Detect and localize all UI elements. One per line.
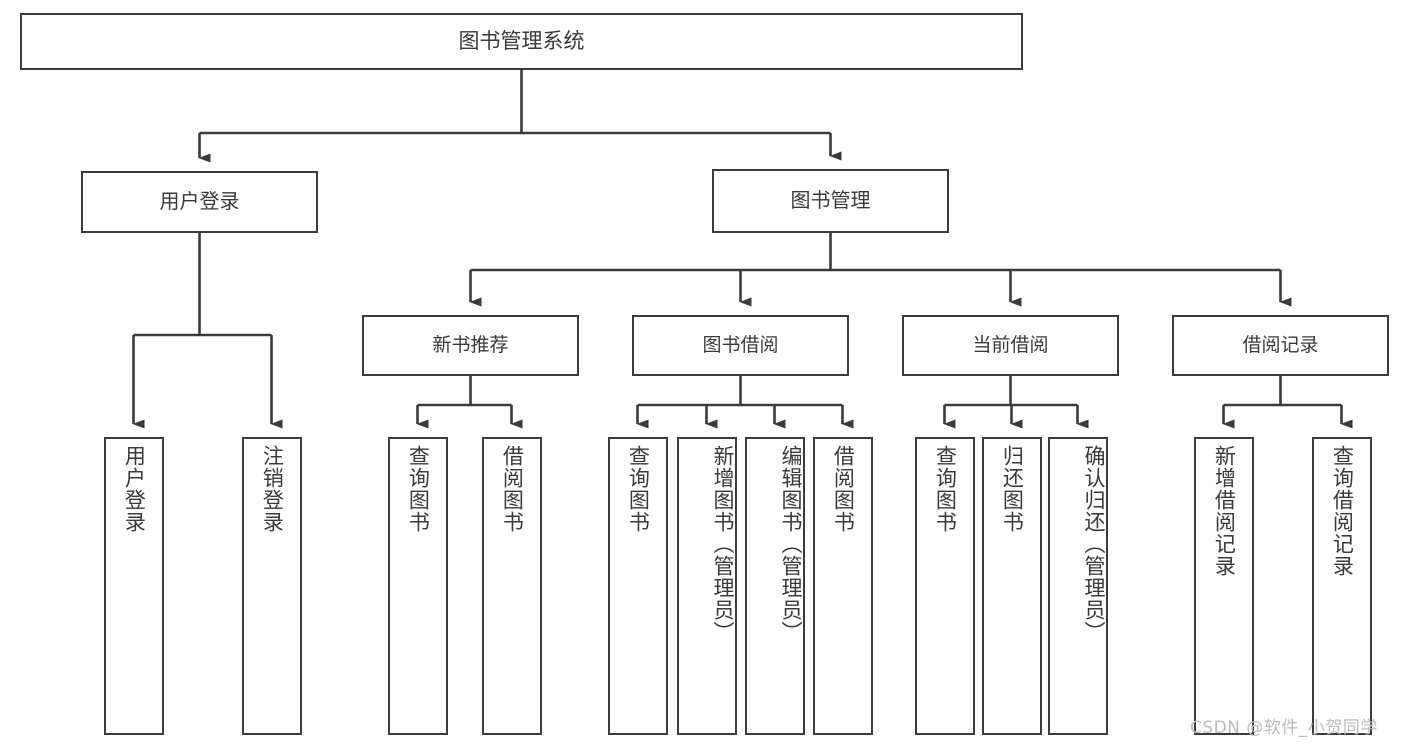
- node-root[interactable]: 图书管理系统: [20, 13, 1023, 70]
- node-leaf-logout-login-label: 注销登录: [260, 445, 285, 533]
- node-leaf-edit-book-admin-label: 编辑图书（管理员）: [779, 445, 803, 643]
- node-leaf-edit-book-admin[interactable]: 编辑图书（管理员）: [745, 437, 805, 735]
- node-leaf-confirm-return-admin-label: 确认归还（管理员）: [1082, 445, 1106, 643]
- node-leaf-borrow-book-label: 借阅图书: [831, 445, 856, 533]
- node-user-login-label: 用户登录: [159, 189, 240, 214]
- node-leaf-query-book-current[interactable]: 查询图书: [915, 437, 975, 735]
- node-leaf-user-login-label: 用户登录: [122, 445, 147, 533]
- node-current-borrow-label: 当前借阅: [972, 334, 1049, 357]
- node-leaf-return-book-label: 归还图书: [1000, 445, 1025, 533]
- csdn-watermark: CSDN @软件_小贺同学: [1190, 718, 1378, 738]
- node-leaf-add-book-admin[interactable]: 新增图书（管理员）: [677, 437, 737, 735]
- node-book-borrow[interactable]: 图书借阅: [632, 315, 849, 376]
- node-new-book-recommend-label: 新书推荐: [432, 334, 509, 357]
- node-leaf-query-book-rec-label: 查询图书: [406, 445, 431, 533]
- node-leaf-query-borrow-record-label: 查询借阅记录: [1330, 445, 1355, 577]
- node-leaf-query-book-current-label: 查询图书: [933, 445, 958, 533]
- node-borrow-record-label: 借阅记录: [1242, 334, 1319, 357]
- node-leaf-borrow-book-rec[interactable]: 借阅图书: [482, 437, 542, 735]
- node-leaf-logout-login[interactable]: 注销登录: [242, 437, 302, 735]
- node-root-label: 图书管理系统: [458, 29, 585, 54]
- node-leaf-user-login[interactable]: 用户登录: [104, 437, 164, 735]
- node-book-manage-label: 图书管理: [790, 188, 871, 213]
- node-leaf-query-book-borrow-label: 查询图书: [626, 445, 651, 533]
- node-leaf-add-borrow-record-label: 新增借阅记录: [1212, 445, 1237, 577]
- node-current-borrow[interactable]: 当前借阅: [902, 315, 1119, 376]
- node-book-borrow-label: 图书借阅: [702, 334, 779, 357]
- node-leaf-add-book-admin-label: 新增图书（管理员）: [711, 445, 735, 643]
- node-leaf-query-borrow-record[interactable]: 查询借阅记录: [1312, 437, 1372, 735]
- node-book-manage[interactable]: 图书管理: [712, 169, 949, 233]
- node-user-login[interactable]: 用户登录: [81, 171, 318, 233]
- node-leaf-confirm-return-admin[interactable]: 确认归还（管理员）: [1048, 437, 1108, 735]
- node-leaf-add-borrow-record[interactable]: 新增借阅记录: [1194, 437, 1254, 735]
- node-leaf-return-book[interactable]: 归还图书: [982, 437, 1042, 735]
- node-leaf-borrow-book-rec-label: 借阅图书: [500, 445, 525, 533]
- node-new-book-recommend[interactable]: 新书推荐: [362, 315, 579, 376]
- node-leaf-borrow-book[interactable]: 借阅图书: [813, 437, 873, 735]
- node-leaf-query-book-rec[interactable]: 查询图书: [388, 437, 448, 735]
- node-leaf-query-book-borrow[interactable]: 查询图书: [608, 437, 668, 735]
- node-borrow-record[interactable]: 借阅记录: [1172, 315, 1389, 376]
